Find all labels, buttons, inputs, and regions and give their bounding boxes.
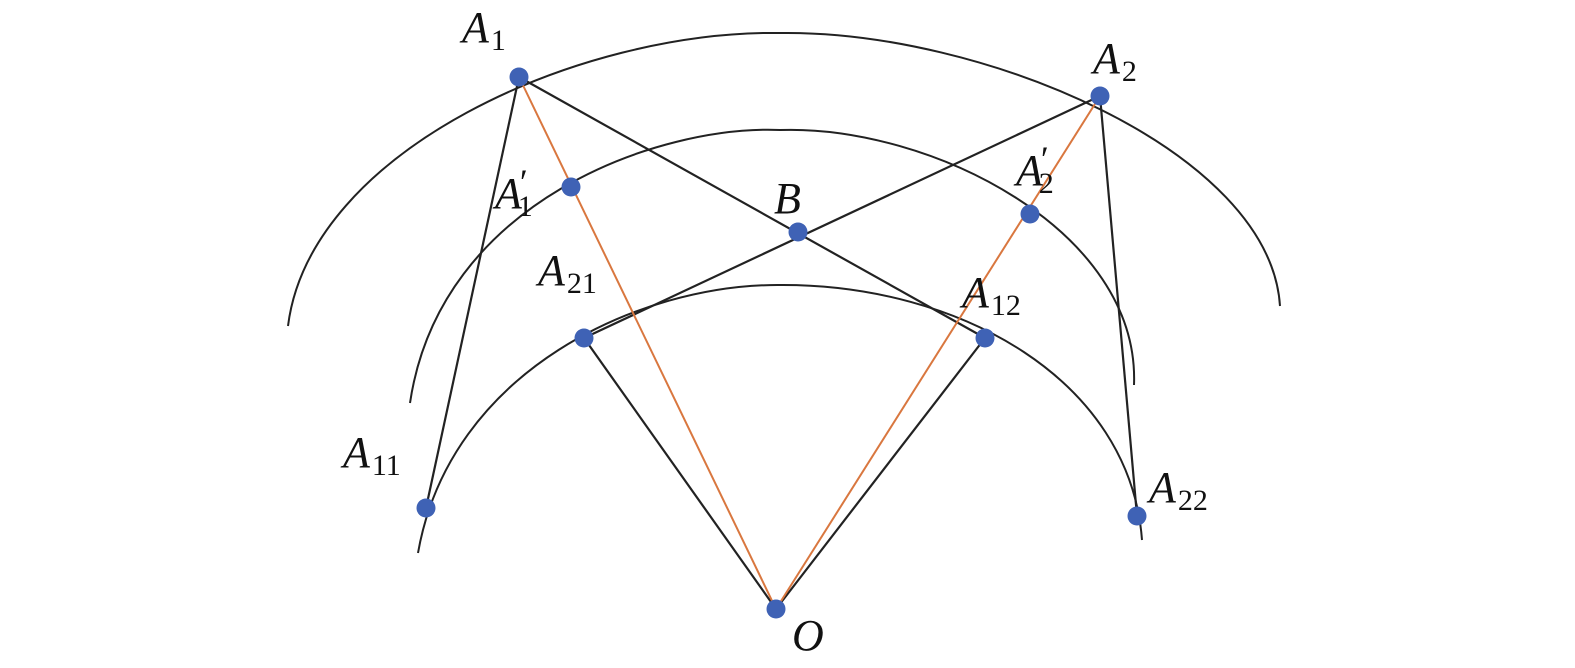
label-a2p: A′2 <box>1013 139 1054 200</box>
segment-a1-a12 <box>518 76 986 339</box>
point-a21 <box>574 328 594 348</box>
point-o <box>766 599 786 619</box>
label-a11: A11 <box>340 428 401 482</box>
segment-a1-a11 <box>424 76 521 509</box>
label-a12: A12 <box>959 268 1021 322</box>
segment-o-a21 <box>583 337 777 610</box>
segment-a2-a22 <box>1098 95 1139 517</box>
label-o: O <box>792 611 824 660</box>
label-a1p: A′1 <box>492 162 533 223</box>
label-a22: A22 <box>1146 463 1208 517</box>
point-a2 <box>1090 86 1110 106</box>
point-a1 <box>509 67 529 87</box>
outer-arc <box>287 31 1281 327</box>
middle-arc <box>409 128 1136 404</box>
segment-o-a1 <box>518 76 777 610</box>
segment-a2-a21 <box>583 95 1101 339</box>
label-b: B <box>774 174 801 223</box>
point-a22 <box>1127 506 1147 526</box>
points-layer <box>416 67 1147 619</box>
segments-layer <box>424 76 1139 610</box>
label-a21: A21 <box>535 246 597 300</box>
segment-o-a12 <box>775 337 986 610</box>
point-a1p <box>561 177 581 197</box>
segment-o-a2 <box>775 95 1101 610</box>
arcs-layer <box>287 31 1281 554</box>
point-a2p <box>1020 204 1040 224</box>
point-b <box>788 222 808 242</box>
point-a11 <box>416 498 436 518</box>
point-a12 <box>975 328 995 348</box>
inner-arc <box>417 283 1143 554</box>
label-a2: A2 <box>1090 34 1137 88</box>
label-a1: A1 <box>459 3 506 57</box>
